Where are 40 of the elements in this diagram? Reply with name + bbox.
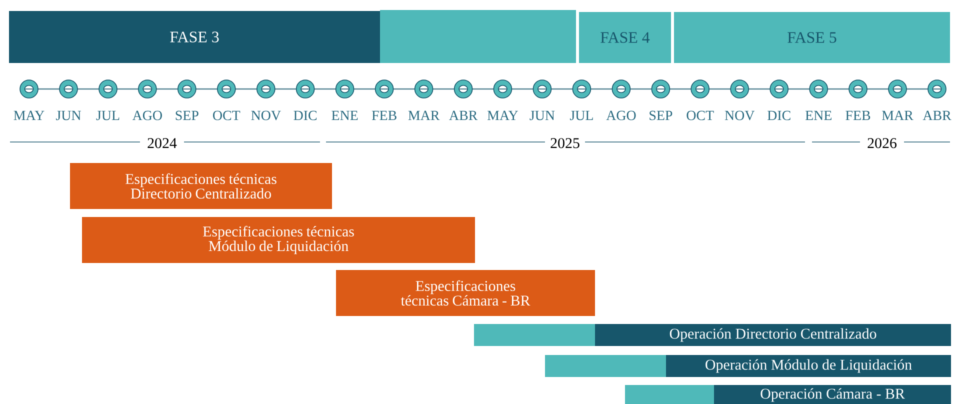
month-label: JUN [530,110,555,120]
month-label: SEP [650,110,672,120]
month-label: ENE [332,110,358,120]
task-bar: Especificaciones técnicas Cámara - BR [336,270,595,316]
month-label: DIC [768,110,790,120]
task-bar [545,355,666,377]
task-bar: Especificaciones técnicas Directorio Centralizado [70,163,332,209]
month-label: AGO [606,110,636,120]
year-label: 2024 [148,138,177,148]
month-label: OCT [686,110,714,120]
task-bar [474,324,595,346]
month-label: MAR [882,110,914,120]
task-bar: Operación Módulo de Liquidación [666,355,951,377]
task-bar [625,385,714,404]
phase-bar: FASE 4 [579,12,671,63]
task-bar: Operación Directorio Centralizado [595,324,951,346]
month-label: ABR [922,110,952,120]
phase-bar: FASE 3 [9,11,380,63]
month-label: AGO [132,110,162,120]
month-label: JUN [56,110,81,120]
task-bar: Operación Cámara - BR [714,385,951,404]
task-bar: Especificaciones técnicas Módulo de Liquidación [82,217,475,263]
phase-bar: FASE 5 [674,12,950,63]
month-label: JUL [96,110,120,120]
month-label: ENE [805,110,832,120]
month-label: NOV [251,110,281,120]
year-label: 2025 [550,138,580,148]
month-label: NOV [724,110,755,120]
year-label: 2026 [868,138,896,148]
month-label: DIC [294,110,317,120]
month-label: MAR [408,110,440,120]
month-label: SEP [176,110,198,120]
month-label: OCT [213,110,240,120]
month-label: MAY [14,110,44,120]
month-label: FEB [846,110,870,120]
month-label: ABR [449,110,478,120]
month-label: JUL [570,110,593,120]
month-label: FEB [372,110,396,120]
phase-bar [380,10,576,63]
month-label: MAY [487,110,518,120]
